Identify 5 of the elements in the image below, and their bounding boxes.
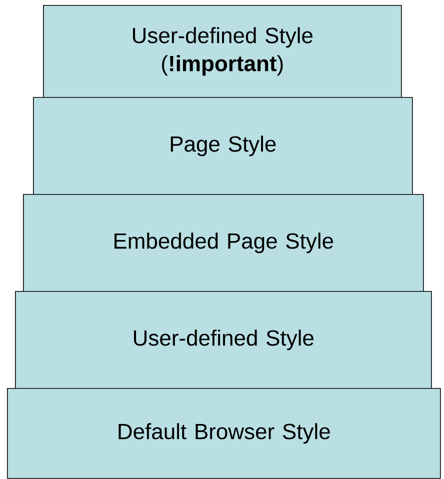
layer-box: User-defined Style (!important) xyxy=(43,5,402,98)
layer-box: Page Style xyxy=(33,97,413,195)
layer-box: Default Browser Style xyxy=(7,388,441,479)
layer-box: User-defined Style xyxy=(15,291,432,389)
layer-box: Embedded Page Style xyxy=(23,194,424,292)
